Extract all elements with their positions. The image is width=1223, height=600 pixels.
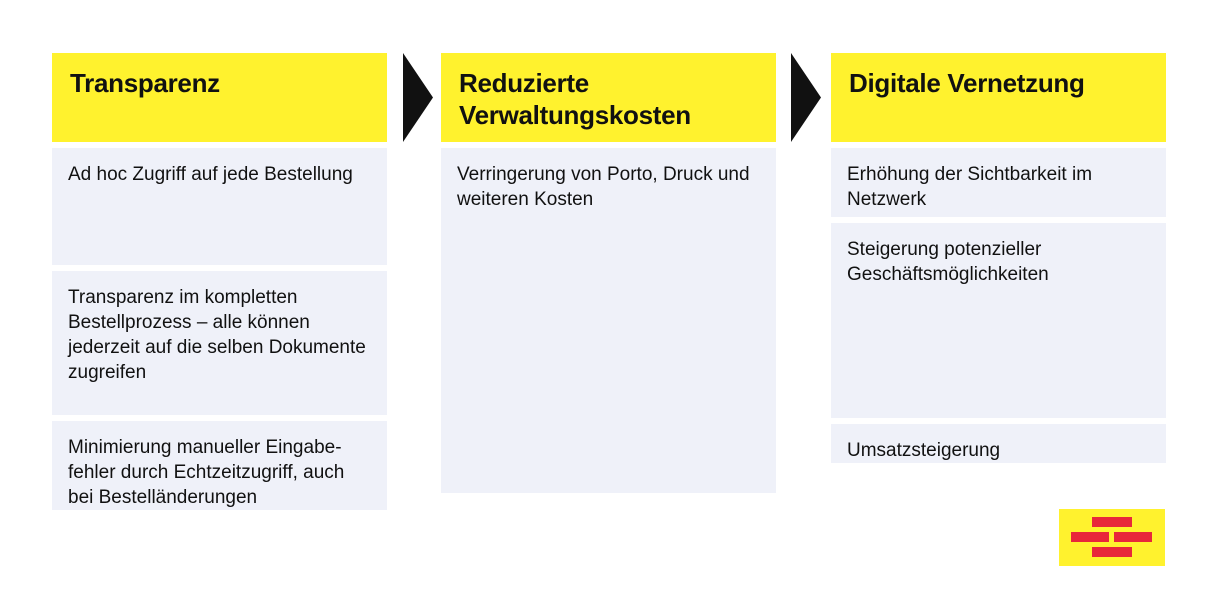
logo-bricks	[1071, 517, 1152, 557]
benefit-card: Minimierung manueller Eingabe-fehler dur…	[52, 421, 387, 510]
column-title: Digitale Vernetzung	[831, 53, 1166, 142]
column-transparenz: Transparenz Ad hoc Zugriff auf jede Best…	[52, 53, 387, 510]
column-digitale-vernetzung: Digitale Vernetzung Erhöhung der Sichtba…	[831, 53, 1166, 463]
benefit-card: Ad hoc Zugriff auf jede Bestellung	[52, 148, 387, 265]
benefit-card: Verringerung von Porto, Druck und weiter…	[441, 148, 776, 493]
brick-wall-logo	[1059, 509, 1165, 566]
benefit-card: Transparenz im kompletten Bestellprozess…	[52, 271, 387, 415]
chevron-right-icon	[403, 53, 433, 142]
column-verwaltungskosten: Reduzierte Verwaltungskosten Verringerun…	[441, 53, 776, 493]
chevron-right-icon	[791, 53, 821, 142]
column-title: Reduzierte Verwaltungskosten	[441, 53, 776, 142]
benefit-card: Umsatzsteigerung	[831, 424, 1166, 463]
column-title: Transparenz	[52, 53, 387, 142]
benefit-card: Steigerung potenzieller Geschäftsmöglich…	[831, 223, 1166, 418]
benefit-card: Erhöhung der Sichtbarkeit im Netzwerk	[831, 148, 1166, 217]
